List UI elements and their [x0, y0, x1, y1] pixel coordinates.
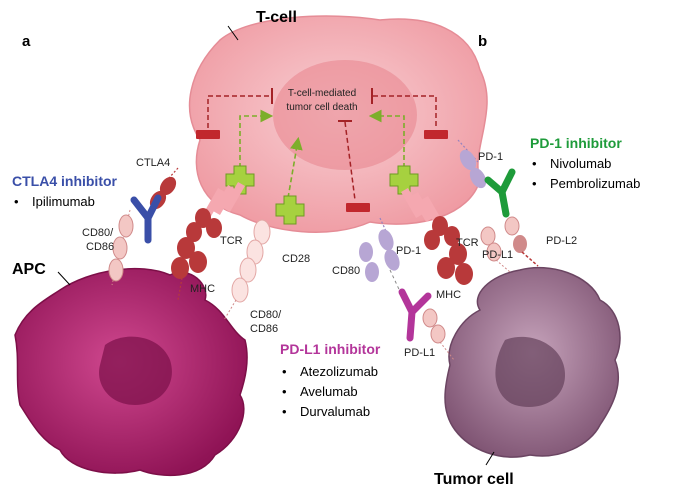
tcr-left [186, 182, 245, 242]
label-cd80-mid: CD80 [332, 265, 360, 277]
label-pdl2: PD-L2 [546, 235, 577, 247]
activate-plus-left [225, 165, 255, 195]
drug-avelumab: Avelumab [300, 384, 358, 399]
tcr-right [401, 188, 460, 250]
label-pd1-mid: PD-1 [396, 245, 421, 257]
apc-label: APC [12, 261, 46, 278]
label-cd80-cd86-top-1: CD80/ [82, 227, 114, 239]
pd1-mid [378, 217, 405, 301]
activation-paths [239, 109, 405, 199]
pd1-right [457, 139, 487, 189]
pd1-antibody [484, 168, 516, 218]
inhibit-minus-center [346, 203, 370, 212]
apc-nucleus [99, 336, 172, 405]
pdl2-ligand [504, 216, 539, 267]
drug-nivolumab: Nivolumab [550, 156, 611, 171]
drug-durvalumab: Durvalumab [300, 404, 370, 419]
bullet: • [282, 364, 287, 379]
pdl1-mid [422, 308, 455, 361]
mhc-right [437, 243, 473, 285]
cd80-mid [359, 242, 379, 282]
cd80-cd86-upper [108, 209, 134, 286]
bullet: • [532, 176, 537, 191]
bullet: • [14, 194, 19, 209]
mhc-left [171, 237, 207, 301]
label-pdl1-right: PD-L1 [482, 249, 513, 261]
label-mhc-right: MHC [436, 289, 461, 301]
bullet: • [282, 404, 287, 419]
label-pd1-right: PD-1 [478, 151, 503, 163]
label-tcr-right: TCR [456, 237, 479, 249]
drug-atezolizumab: Atezolizumab [300, 364, 378, 379]
label-cd28: CD28 [282, 253, 310, 265]
tumor-cell-label: Tumor cell [434, 471, 514, 488]
tumor-nucleus [495, 336, 565, 407]
drug-ipilimumab: Ipilimumab [32, 194, 95, 209]
label-cd80-cd86-bottom-1: CD80/ [250, 309, 282, 321]
drug-pembrolizumab: Pembrolizumab [550, 176, 640, 191]
pdl1-inhibitor-title: PD-L1 inhibitor [280, 341, 381, 357]
inhibition-bars [271, 88, 373, 122]
label-pdl1-mid: PD-L1 [404, 347, 435, 359]
bullet: • [532, 156, 537, 171]
activate-plus-center [275, 195, 305, 225]
label-ctla4: CTLA4 [136, 157, 170, 169]
cd80-cd86-lower [223, 257, 257, 321]
leader-lines [57, 25, 495, 466]
tumor-cell-body [444, 266, 621, 458]
label-cd80-cd86-bottom-2: CD86 [250, 323, 278, 335]
label-mhc-left: MHC [190, 283, 215, 295]
label-cd80-cd86-top-2: CD86 [86, 241, 114, 253]
minus-symbols [196, 130, 448, 212]
ctla4-antibody [130, 194, 162, 244]
cd28-receptor [246, 219, 271, 265]
bullet: • [282, 384, 287, 399]
ctla4-inhibitor-title: CTLA4 inhibitor [12, 173, 118, 189]
center-label-line1: T-cell-mediated [288, 88, 356, 99]
panel-label-a: a [22, 33, 31, 50]
inhibit-minus-right [424, 130, 448, 139]
pdl1-right [480, 226, 511, 273]
label-tcr-left: TCR [220, 235, 243, 247]
inhibition-paths [207, 95, 437, 201]
t-cell-label: T-cell [256, 9, 297, 26]
center-label-line2: tumor cell death [286, 102, 357, 113]
panel-label-b: b [478, 33, 487, 50]
t-cell-nucleus [273, 60, 417, 170]
plus-symbols [225, 165, 419, 225]
inhibit-minus-left [196, 130, 220, 139]
pdl1-antibody [398, 288, 432, 342]
apc-body [14, 267, 248, 477]
pd1-inhibitor-title: PD-1 inhibitor [530, 135, 622, 151]
